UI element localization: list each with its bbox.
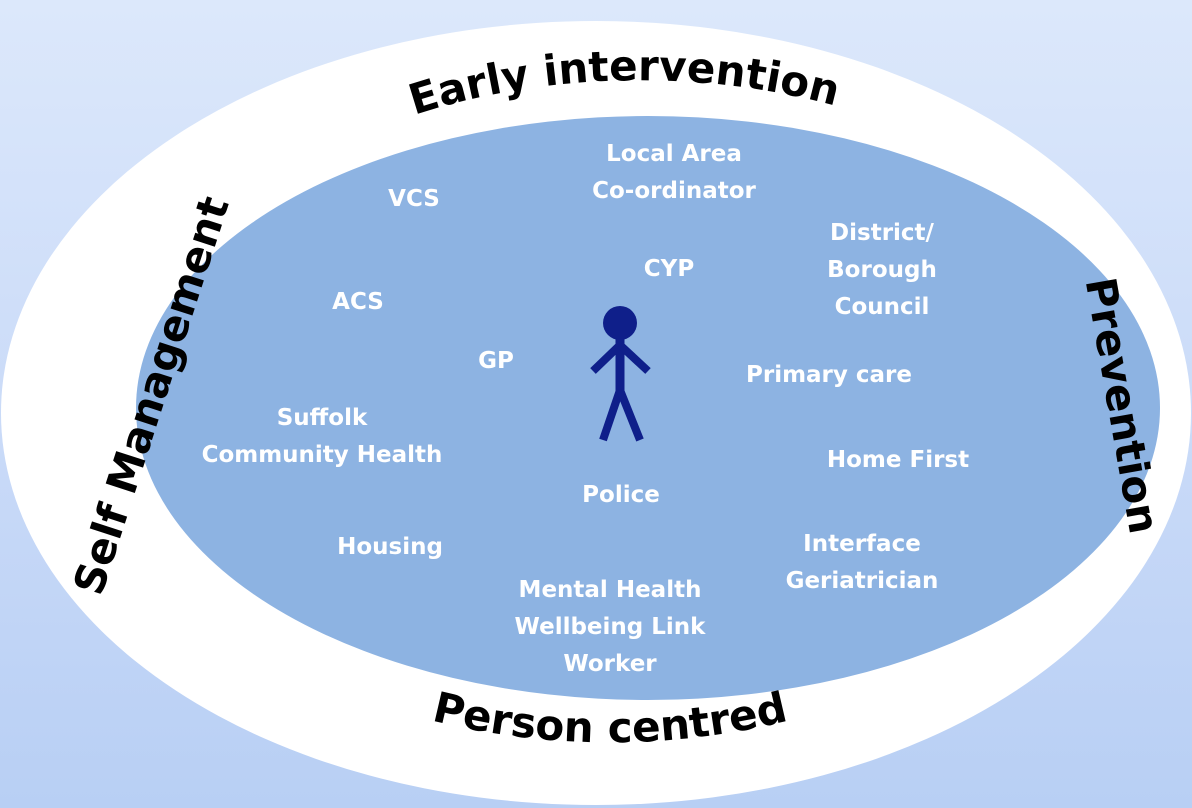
node-police: Police	[582, 477, 660, 514]
node-line: Primary care	[745, 362, 913, 388]
node-line: Interface	[803, 531, 921, 557]
node-line: Local Area	[606, 141, 742, 167]
inner-ellipse	[136, 116, 1160, 700]
node-line: Co-ordinator	[592, 178, 756, 204]
node-line: VCS	[388, 186, 440, 212]
node-line: Borough	[827, 257, 937, 283]
node-line: Wellbeing Link	[514, 614, 706, 640]
node-acs: ACS	[332, 284, 384, 321]
node-line: Home First	[826, 447, 970, 473]
node-line: GP	[478, 348, 514, 374]
node-line: District/	[830, 220, 934, 246]
node-line: Council	[834, 294, 930, 320]
node-home-first: Home First	[827, 442, 969, 479]
node-line: CYP	[643, 256, 695, 282]
node-line: Worker	[563, 651, 657, 677]
node-primary-care: Primary care	[746, 357, 912, 394]
node-line: Suffolk	[276, 405, 368, 431]
node-gp: GP	[478, 343, 514, 380]
node-cyp: CYP	[644, 251, 694, 288]
node-line: Geriatrician	[785, 568, 939, 594]
node-line: Community Health	[201, 442, 443, 468]
node-line: Police	[582, 482, 660, 508]
person-icon	[590, 306, 651, 442]
node-housing: Housing	[337, 529, 443, 566]
node-line: Mental Health	[518, 577, 702, 603]
node-line: Housing	[337, 534, 443, 560]
node-line: ACS	[332, 289, 384, 315]
node-vcs: VCS	[388, 181, 440, 218]
